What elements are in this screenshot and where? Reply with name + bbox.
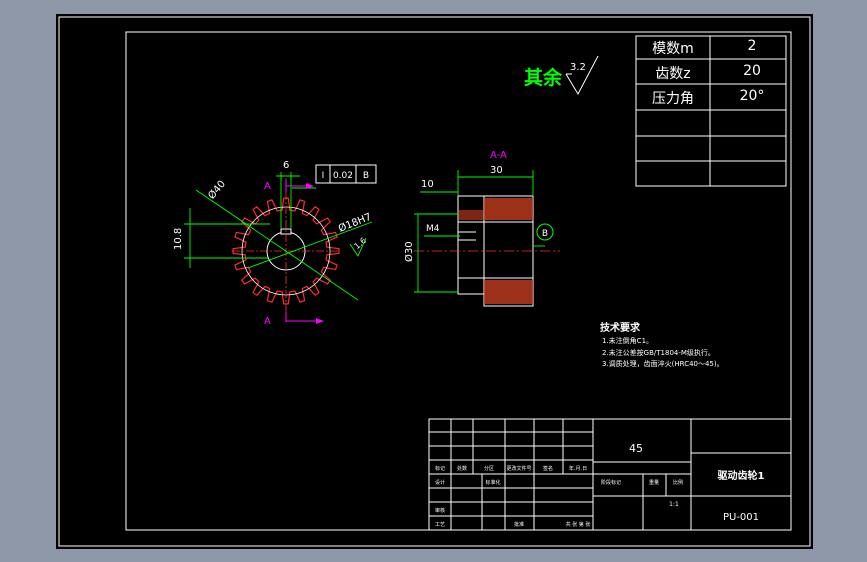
- tech-requirement-3: 3.调质处理，齿面淬火(HRC40～45)。: [602, 359, 724, 368]
- title-label-count: 处数: [457, 465, 467, 472]
- roughness-note-value: 3.2: [570, 62, 586, 73]
- section-view-label: A-A: [490, 150, 507, 161]
- tech-requirement-2: 2.未注公差按GB/T1804-M级执行。: [602, 348, 715, 357]
- datum-circle: [536, 223, 554, 241]
- dim-hub: 10: [421, 179, 434, 190]
- tech-requirement-1: 1.未注倒角C1。: [602, 336, 653, 345]
- title-drawing-no: PU-001: [723, 512, 759, 523]
- roughness-symbol-icon: [565, 55, 599, 96]
- param-value-teeth: 20: [743, 63, 761, 79]
- section-mark-top: A: [264, 181, 271, 192]
- dim-outer-leader: [195, 189, 359, 301]
- roughness-bore-icon: [349, 237, 367, 257]
- section-mark-bottom: A: [264, 316, 271, 327]
- gear-outline: [232, 197, 340, 305]
- dim-bore-leader: [247, 221, 373, 269]
- title-label-change-doc: 更改文件号: [506, 465, 531, 472]
- title-label-designer: 设计: [435, 479, 445, 486]
- gear-body-outline: [483, 195, 534, 307]
- dim-section-diameter: Ø30: [403, 241, 415, 262]
- tech-requirements-title: 技术要求: [600, 321, 641, 334]
- hatch-hub-top: [459, 210, 483, 220]
- title-label-standardize: 标准化: [485, 479, 500, 486]
- dim-key-width: 6: [283, 160, 289, 171]
- param-value-pressure-angle: 20°: [740, 88, 765, 104]
- gear-front-view: Ø40 Ø18H7 10.8 6 1.6 I 0.02 B A A: [173, 160, 377, 327]
- param-label-module: 模数m: [652, 41, 694, 57]
- param-label-teeth: 齿数z: [655, 66, 690, 82]
- title-label-mark: 标记: [435, 465, 445, 472]
- title-material: 45: [629, 442, 643, 455]
- section-arrow-top-icon: [306, 183, 314, 189]
- outer-frame: [58, 16, 811, 547]
- tolerance-value: 0.02: [333, 171, 353, 181]
- tolerance-datum: B: [363, 171, 369, 181]
- title-label-stage-mark: 阶段标记: [601, 479, 621, 486]
- dim-height: 10.8: [173, 228, 184, 250]
- title-label-process: 工艺: [435, 522, 445, 528]
- dim-thread: M4: [426, 224, 440, 234]
- hatch-top: [484, 198, 533, 220]
- section-arrow-bottom-icon: [316, 318, 324, 324]
- title-label-scale: 比例: [673, 479, 683, 486]
- title-label-date: 年.月.日: [569, 465, 587, 472]
- title-label-weight: 重量: [649, 479, 659, 486]
- title-part-name: 驱动齿轮1: [718, 469, 765, 482]
- parameter-table: [635, 35, 787, 187]
- tolerance-frame: [315, 164, 377, 184]
- gear-section-view: A-A 30 10 M4 Ø30 B: [403, 150, 560, 307]
- title-label-sheet: 共 张 第 张: [566, 521, 591, 528]
- param-value-module: 2: [748, 38, 757, 54]
- title-label-approve: 批准: [514, 521, 524, 528]
- param-label-pressure-angle: 压力角: [652, 91, 694, 107]
- tolerance-symbol: I: [322, 171, 325, 181]
- hatch-bottom: [484, 280, 533, 304]
- roughness-note-prefix: 其余: [524, 66, 563, 89]
- title-label-zone: 分区: [484, 465, 494, 472]
- title-label-reviewer: 审核: [435, 507, 445, 514]
- title-label-signature: 签名: [543, 465, 553, 472]
- title-scale-value: 1:1: [669, 501, 679, 508]
- datum-label: B: [542, 229, 548, 239]
- title-block: [428, 418, 792, 531]
- dim-width: 30: [490, 165, 503, 176]
